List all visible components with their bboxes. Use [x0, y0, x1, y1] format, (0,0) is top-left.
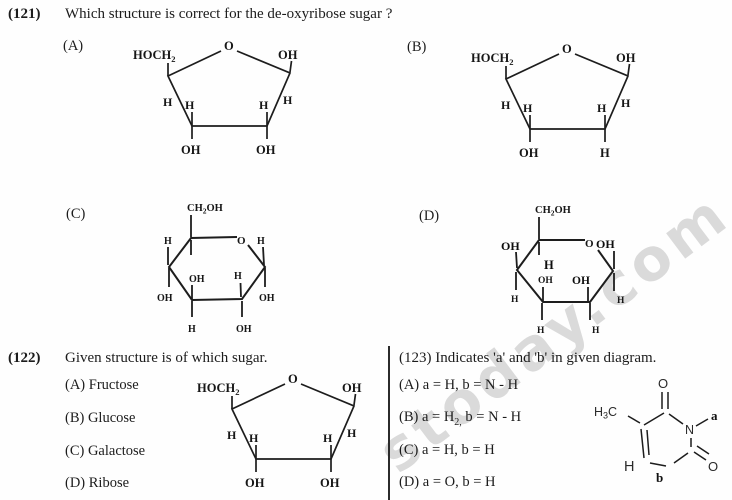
h-label-bold: H [544, 258, 554, 272]
ring-bonds [166, 50, 292, 127]
h-label: H [597, 101, 607, 115]
h-label: H [227, 428, 237, 442]
structure-d-pyranose: CH2OH O OH OH H OH OH H H H H [501, 205, 625, 336]
q122-option-d: (D) Ribose [65, 475, 130, 491]
q123-option-b: (B) a = H2, b = N - H [399, 409, 521, 428]
option-text: (A) a = H, b = N - H [399, 377, 519, 393]
ch2oh-label: CH2OH [187, 203, 223, 216]
h-label: H [234, 271, 242, 282]
oh-label: OH [278, 48, 298, 62]
ring-oxygen-label: O [224, 39, 234, 53]
oh-label: OH [342, 381, 362, 395]
ring-bonds [515, 239, 615, 303]
option-sub: 2, [454, 416, 462, 428]
oh-label: OH [320, 476, 340, 490]
option-a-label: (A) [63, 38, 84, 54]
h-label: H [249, 431, 259, 445]
h-label: H [347, 426, 357, 440]
ring-oxygen-label: O [237, 235, 246, 247]
ring-oxygen-label: O [288, 372, 298, 386]
oxygen-label: O [658, 376, 668, 391]
option-b-label: (B) [407, 39, 427, 55]
oxygen-label: O [708, 459, 718, 474]
substituent-bonds [515, 217, 615, 320]
oh-label: OH [519, 146, 539, 160]
option-text: (C) a = H, b = H [399, 442, 495, 458]
question-122-text: Given structure is of which sugar. [65, 350, 268, 366]
column-divider [388, 346, 390, 500]
h-label: H [323, 431, 333, 445]
structure-a-furanose: HOCH2 O OH H H H H OH OH [133, 39, 298, 157]
ch2oh-label: CH2OH [535, 205, 571, 218]
oh-label-bold: OH [501, 239, 520, 253]
oh-label: OH [157, 293, 173, 304]
q123-option-c: (C) a = H, b = H [399, 442, 495, 461]
substituent-bonds [167, 215, 266, 317]
oh-label: OH [256, 143, 276, 157]
q122-option-a: (A) Fructose [65, 377, 139, 393]
oh-label: OH [259, 293, 275, 304]
ring-oxygen-label: O [585, 238, 594, 250]
nitrogen-label: N [685, 423, 694, 437]
option-text: (D) a = O, b = H [399, 474, 496, 490]
substituent-b-label: b [656, 470, 663, 485]
h-label: H [501, 98, 511, 112]
h-label: H [283, 93, 293, 107]
h-label: H [188, 324, 196, 335]
q123-option-d: (D) a = O, b = H [399, 474, 496, 493]
h3c-label: H3C [594, 405, 617, 421]
structure-thymine-diagram: H3C O N a O b H [594, 376, 718, 485]
oh-label-bold: OH [572, 275, 590, 287]
q122-option-c: (C) Galactose [65, 443, 146, 459]
q122-option-b: (B) Glucose [65, 410, 136, 426]
ring-bonds [627, 392, 710, 467]
ring-bonds [230, 383, 356, 460]
question-123-header: (123) Indicates 'a' and 'b' in given dia… [399, 350, 657, 366]
q123-option-a: (A) a = H, b = N - H [399, 377, 518, 396]
oh-label: OH [181, 143, 201, 157]
h-label: H [259, 98, 269, 112]
h-label: H [185, 98, 195, 112]
h-label: H [592, 326, 600, 336]
oh-label: OH [245, 476, 265, 490]
option-text: b = N - H [461, 409, 522, 425]
structure-q122-furanose: HOCH2 O OH H H H H OH OH [197, 372, 362, 490]
h-label: H [624, 459, 634, 475]
substituent-bonds [505, 63, 631, 142]
question-122-number: (122) [8, 350, 41, 366]
structure-c-pyranose: CH2OH O H H OH H OH OH H OH [157, 203, 275, 335]
option-d-label: (D) [419, 208, 440, 224]
h-label: H [164, 236, 172, 247]
question-121-number: (121) [8, 6, 41, 22]
ring-bonds [504, 53, 630, 130]
h-label: H [523, 101, 533, 115]
oh-label: OH [616, 51, 636, 65]
h-label: H [163, 95, 173, 109]
structure-b-furanose: HOCH2 O OH H H H H OH H [471, 42, 636, 160]
h-label: H [537, 326, 545, 336]
hoch2-label: HOCH2 [471, 51, 513, 67]
substituent-a-label: a [711, 408, 718, 423]
h-label: H [600, 146, 610, 160]
oh-label: OH [189, 274, 205, 285]
h-label: H [257, 236, 265, 247]
oh-label: OH [538, 276, 553, 286]
oh-label: OH [236, 324, 252, 335]
h-label: H [617, 296, 625, 306]
substituent-bonds [167, 60, 293, 139]
substituent-bonds [231, 393, 357, 472]
ring-oxygen-label: O [562, 42, 572, 56]
question-121-text: Which structure is correct for the de-ox… [65, 6, 393, 22]
h-label: H [511, 295, 519, 305]
oh-label-bold: OH [596, 237, 615, 251]
h-label: H [621, 96, 631, 110]
option-c-label: (C) [66, 206, 86, 222]
ring-bonds [167, 236, 267, 302]
hoch2-label: HOCH2 [197, 381, 239, 397]
option-text: (B) a = H [399, 409, 455, 425]
hoch2-label: HOCH2 [133, 48, 175, 64]
